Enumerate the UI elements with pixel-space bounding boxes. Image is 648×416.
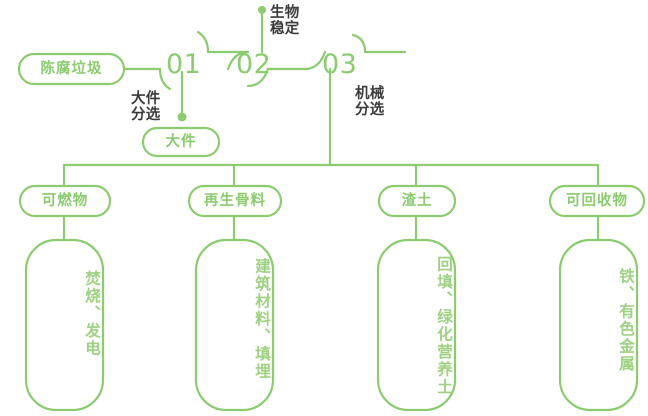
output-box-shape-3 <box>376 238 457 412</box>
output-pill-label-4: 可回收物 <box>566 193 628 209</box>
branch-pill-label: 大件 <box>165 134 197 150</box>
node-01-right-curve <box>196 30 210 54</box>
node-02-right-curve <box>246 67 270 88</box>
stage-label-01: 大件 分选 <box>131 91 161 124</box>
node-number-03: 03 <box>322 49 358 80</box>
output-box-shape-1 <box>24 238 105 412</box>
output-pill-label-3: 渣土 <box>401 193 433 209</box>
branch-dot-02 <box>258 6 266 14</box>
output-box-shape-4 <box>558 238 639 412</box>
output-box-text-4: 铁、有色金属 <box>617 268 634 373</box>
source-pill-label: 陈腐垃圾 <box>40 61 103 77</box>
node-01-left-curve <box>158 67 172 91</box>
output-pill-label-1: 可燃物 <box>41 193 89 209</box>
branch-dot-01 <box>177 112 187 122</box>
output-box-text-3: 回填、绿化营养土 <box>435 256 452 396</box>
output-box-text-1: 焚烧、发电 <box>83 270 100 358</box>
branch-pill-shape <box>141 126 221 158</box>
output-box-text-2: 建筑材料、填埋 <box>253 258 270 381</box>
output-box-shape-2 <box>194 238 275 412</box>
node-03-left-curve <box>303 50 327 71</box>
node-03-right-curve <box>351 33 367 54</box>
node-number-01: 01 <box>166 49 202 80</box>
stage-label-03: 机械 分选 <box>355 86 385 119</box>
stage-label-02: 生物 稳定 <box>270 5 300 38</box>
node-number-02: 02 <box>236 49 272 80</box>
node-02-left-curve <box>226 50 250 71</box>
output-pill-label-2: 再生骨料 <box>204 193 266 209</box>
